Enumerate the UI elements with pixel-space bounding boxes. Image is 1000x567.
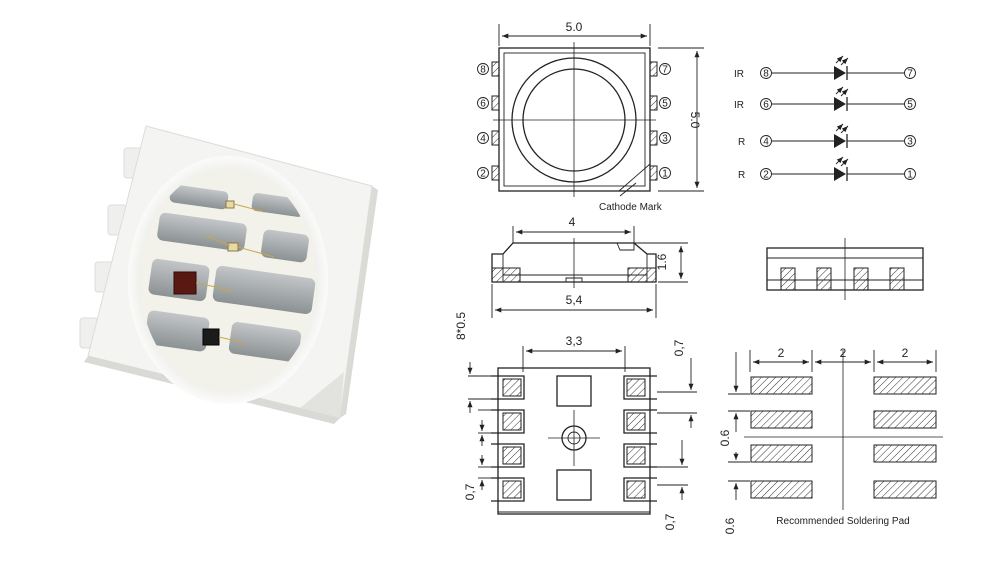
bottom-view: 3,3 8*0.5 (454, 312, 697, 530)
svg-text:7: 7 (907, 69, 913, 80)
solder-pad-view: 2 2 2 0.6 0.6 Recommended Soldering Pad (718, 346, 943, 534)
schematic-row-4: R 2 1 (738, 156, 916, 181)
side-view: 4 1.6 5,4 (491, 215, 688, 318)
schematic-row-4-name: R (738, 170, 745, 181)
svg-text:2: 2 (763, 170, 769, 181)
cathode-mark-label: Cathode Mark (599, 202, 663, 213)
top-body-outline (498, 47, 651, 192)
schematic: IR 8 7 IR 6 5 R 4 (734, 55, 916, 181)
pin-label-8: 8 (480, 65, 486, 76)
svg-text:5: 5 (907, 100, 913, 111)
pin-label-7: 7 (662, 65, 668, 76)
schematic-row-1: IR 8 7 (734, 55, 916, 80)
pin-label-6: 6 (480, 99, 486, 110)
top-view: 5.0 Cathode Mark 8 6 4 2 7 5 3 1 (477, 20, 704, 213)
pin-label-1: 1 (662, 169, 668, 180)
photo-cavity (128, 156, 328, 404)
product-photo (79, 125, 378, 424)
svg-text:8: 8 (763, 69, 769, 80)
top-height-label: 5.0 (688, 112, 702, 129)
top-width-label: 5.0 (566, 20, 583, 34)
solder-col-label-3: 2 (902, 346, 909, 360)
solder-pad (750, 410, 813, 429)
bottom-pitch-label: 8*0.5 (454, 312, 468, 340)
solder-pad (873, 410, 937, 429)
solder-pad (750, 444, 813, 463)
bottom-pad-right-label: 0,7 (663, 513, 677, 530)
solder-pad (750, 480, 813, 499)
schematic-row-1-name: IR (734, 69, 744, 80)
schematic-row-3-name: R (738, 137, 745, 148)
svg-text:4: 4 (763, 137, 769, 148)
svg-text:3: 3 (907, 137, 913, 148)
schematic-row-2-name: IR (734, 100, 744, 111)
pin-label-2: 2 (480, 169, 486, 180)
solder-pad (750, 376, 813, 395)
solder-col-label-1: 2 (778, 346, 785, 360)
ir-chip-2 (202, 328, 220, 346)
side-height-label: 1.6 (655, 253, 669, 270)
solder-pad (873, 480, 937, 499)
svg-text:1: 1 (907, 170, 913, 181)
side-top-width-label: 4 (569, 215, 576, 229)
schematic-row-2: IR 6 5 (734, 86, 916, 111)
side-bottom-width-label: 5,4 (566, 293, 583, 307)
solder-bottom-label: 0.6 (723, 517, 737, 534)
pin-label-5: 5 (662, 99, 668, 110)
bottom-pad-top-label: 0,7 (672, 339, 686, 356)
pin-label-3: 3 (662, 134, 668, 145)
svg-text:6: 6 (763, 100, 769, 111)
bottom-center-label: 3,3 (566, 334, 583, 348)
schematic-row-3: R 4 3 (738, 123, 916, 148)
solder-pad (873, 444, 937, 463)
pin-label-4: 4 (480, 134, 486, 145)
ir-chip-1 (173, 271, 197, 295)
end-view (766, 238, 924, 300)
solder-pad-title: Recommended Soldering Pad (776, 516, 909, 527)
bottom-pad-left-label: 0,7 (463, 483, 477, 500)
solder-pad (873, 376, 937, 395)
solder-gap-label: 0.6 (718, 429, 732, 446)
